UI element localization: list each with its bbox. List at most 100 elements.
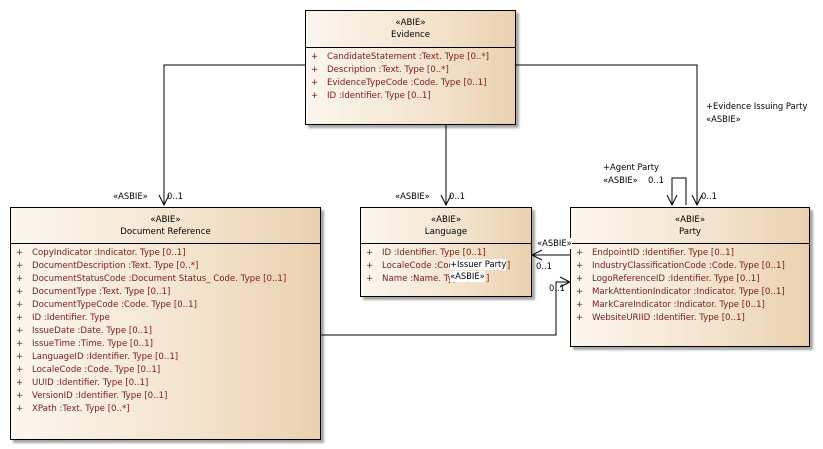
agent-party-self-association [671, 177, 687, 205]
attribute-row[interactable]: + LogoReferenceID :Identifier. Type [0..1… [571, 273, 809, 286]
attribute-row[interactable]: +LanguageID :Identifier. Type [0..1] [11, 351, 320, 364]
class-name: Language [424, 227, 468, 237]
attribute-row[interactable]: +IssueDate :Date. Type [0..1] [11, 325, 320, 338]
attribute-list: + ID :Identifier. Type [0..1] + LocaleCode… [361, 244, 531, 286]
stereotype-label: «ABIE» [674, 215, 706, 225]
class-party[interactable]: «ABIE» Party + EndpointID :Identifier. Ty… [570, 207, 810, 347]
evidence-party-role: +Evidence Issuing Party [706, 101, 808, 111]
issuer-party-role: +Issuer Party [450, 259, 507, 270]
evidence-docref-arrowhead [158, 194, 170, 207]
evidence-language-stereotype: «ASBIE» [395, 191, 430, 201]
stereotype-label: «ABIE» [150, 215, 181, 225]
attribute-row[interactable]: +LocaleCode :Code. Type [0..1] [11, 364, 320, 377]
attribute-row[interactable]: +DocumentType :Text. Type [0..1] [11, 286, 320, 299]
attribute-text: ID :Identifier. Type [0..1] [327, 91, 431, 101]
visibility-marker: + [366, 261, 374, 271]
evidence-language-arrowhead [440, 194, 452, 207]
attribute-row[interactable]: + CopyIndicator :Indicator. Type [0..1] [11, 247, 320, 260]
attribute-text: MarkAttentionIndicator :Indicator. Type … [592, 287, 785, 297]
attribute-row[interactable]: +VersionID :Identifier. Type [0..1] [11, 390, 320, 403]
attribute-row[interactable]: +XPath :Text. Type [0..*] [11, 403, 320, 416]
attribute-text: DocumentStatusCode :Document Status_ Cod… [32, 274, 287, 284]
visibility-marker: + [16, 404, 24, 414]
visibility-marker: + [311, 65, 319, 75]
issuer-party-stereotype: «ASBIE» [450, 271, 485, 282]
attribute-row[interactable]: + ID :Identifier. Type [0..1] [306, 90, 515, 103]
language-party-arrowhead [530, 249, 543, 261]
visibility-marker: + [16, 326, 24, 336]
visibility-marker: + [366, 274, 374, 284]
visibility-marker: + [16, 313, 24, 323]
attribute-row[interactable]: + DocumentTypeCode :Code. Type [0..1] [11, 299, 320, 312]
visibility-marker: + [16, 339, 24, 349]
attribute-text: Name :Name. Type [0..1] [382, 274, 490, 284]
attribute-text: DocumentDescription :Text. Type [0..*] [32, 261, 199, 271]
agent-party-role: +Agent Party [603, 162, 659, 172]
attribute-row[interactable]: +WebsiteURIID :Identifier. Type [0..1] [571, 312, 809, 325]
class-language[interactable]: «ABIE» Language + ID :Identifier. Type [0… [360, 207, 532, 297]
attribute-text: DocumentType :Text. Type [0..1] [32, 287, 171, 297]
attribute-text: DocumentTypeCode :Code. Type [0..1] [32, 300, 197, 310]
attribute-text: UUID :Identifier. Type [0..1] [32, 378, 149, 388]
attribute-text: WebsiteURIID :Identifier. Type [0..1] [592, 313, 745, 323]
class-name: Document Reference [120, 227, 211, 237]
class-name: Party [678, 227, 702, 237]
visibility-marker: + [576, 274, 584, 284]
attribute-list: + CandidateStatement :Text. Type [0..*] … [306, 48, 515, 103]
attribute-text: CopyIndicator :Indicator. Type [0..1] [32, 248, 186, 258]
agent-party-arrowhead [666, 194, 678, 207]
attribute-text: EndpointID :Identifier. Type [0..1] [592, 248, 734, 258]
evidence-docref-multiplicity: 0..1 [167, 191, 183, 201]
attribute-text: LanguageID :Identifier. Type [0..1] [32, 352, 179, 362]
visibility-marker: + [16, 365, 24, 375]
visibility-marker: + [16, 248, 24, 258]
issuer-party-multiplicity: 0..1 [549, 283, 565, 293]
attribute-row[interactable]: + MarkCareIndicator :Indicator. Type [0..… [571, 299, 809, 312]
visibility-marker: + [311, 52, 319, 62]
class-document-reference[interactable]: «ABIE» Document Reference + CopyIndicator… [10, 207, 321, 440]
attribute-list: + CopyIndicator :Indicator. Type [0..1] +… [11, 244, 320, 416]
attribute-row[interactable]: + Description :Text. Type [0..*] [306, 64, 515, 77]
visibility-marker: + [16, 300, 24, 310]
visibility-marker: + [576, 300, 584, 310]
attribute-text: VersionID :Identifier. Type [0..1] [32, 391, 168, 401]
attribute-row[interactable]: + DocumentDescription :Text. Type [0..*] [11, 260, 320, 273]
attribute-row[interactable]: +MarkAttentionIndicator :Indicator. Type… [571, 286, 809, 299]
attribute-row[interactable]: + UUID :Identifier. Type [0..1] [11, 377, 320, 390]
attribute-row[interactable]: + EvidenceTypeCode :Code. Type [0..1] [306, 77, 515, 90]
evidence-party-association [516, 64, 698, 205]
visibility-marker: + [576, 248, 584, 258]
attribute-text: EvidenceTypeCode :Code. Type [0..1] [327, 78, 487, 88]
attribute-text: LocaleCode :Code. Type [0..1] [382, 261, 511, 271]
attribute-row[interactable]: +IssueTime :Time. Type [0..1] [11, 338, 320, 351]
attribute-row[interactable]: +IndustryClassificationCode :Code. Type … [571, 260, 809, 273]
attribute-text: MarkCareIndicator :Indicator. Type [0..1… [592, 300, 765, 310]
attribute-row[interactable]: + EndpointID :Identifier. Type [0..1] [571, 247, 809, 260]
class-header: «ABIE» Party [571, 208, 809, 244]
visibility-marker: + [576, 261, 584, 271]
attribute-row[interactable]: + Name :Name. Type [0..1] [361, 273, 531, 286]
evidence-party-multiplicity: 0..1 [701, 191, 717, 201]
attribute-row[interactable]: + ID :Identifier. Type [11, 312, 320, 325]
attribute-text: ID :Identifier. Type [0..1] [382, 248, 486, 258]
attribute-text: ID :Identifier. Type [32, 313, 110, 323]
class-header: «ABIE» Language [361, 208, 531, 244]
visibility-marker: + [311, 91, 319, 101]
language-party-stereotype: «ASBIE» [537, 238, 572, 249]
attribute-list: + EndpointID :Identifier. Type [0..1] +In… [571, 244, 809, 325]
class-evidence[interactable]: «ABIE» Evidence + CandidateStatement :Te… [305, 10, 516, 125]
attribute-text: LogoReferenceID :Identifier. Type [0..1] [592, 274, 760, 284]
issuer-party-association [321, 281, 570, 336]
visibility-marker: + [16, 261, 24, 271]
attribute-row[interactable]: + LocaleCode :Code. Type [0..1] [361, 260, 531, 273]
attribute-row[interactable]: + CandidateStatement :Text. Type [0..*] [306, 51, 515, 64]
visibility-marker: + [16, 378, 24, 388]
attribute-text: Description :Text. Type [0..*] [327, 65, 449, 75]
attribute-row[interactable]: + ID :Identifier. Type [0..1] [361, 247, 531, 260]
class-name: Evidence [390, 30, 431, 40]
agent-party-stereotype: «ASBIE» [603, 175, 638, 185]
visibility-marker: + [366, 248, 374, 258]
attribute-row[interactable]: +DocumentStatusCode :Document Status_ Co… [11, 273, 320, 286]
evidence-docref-stereotype: «ASBIE» [113, 191, 148, 201]
